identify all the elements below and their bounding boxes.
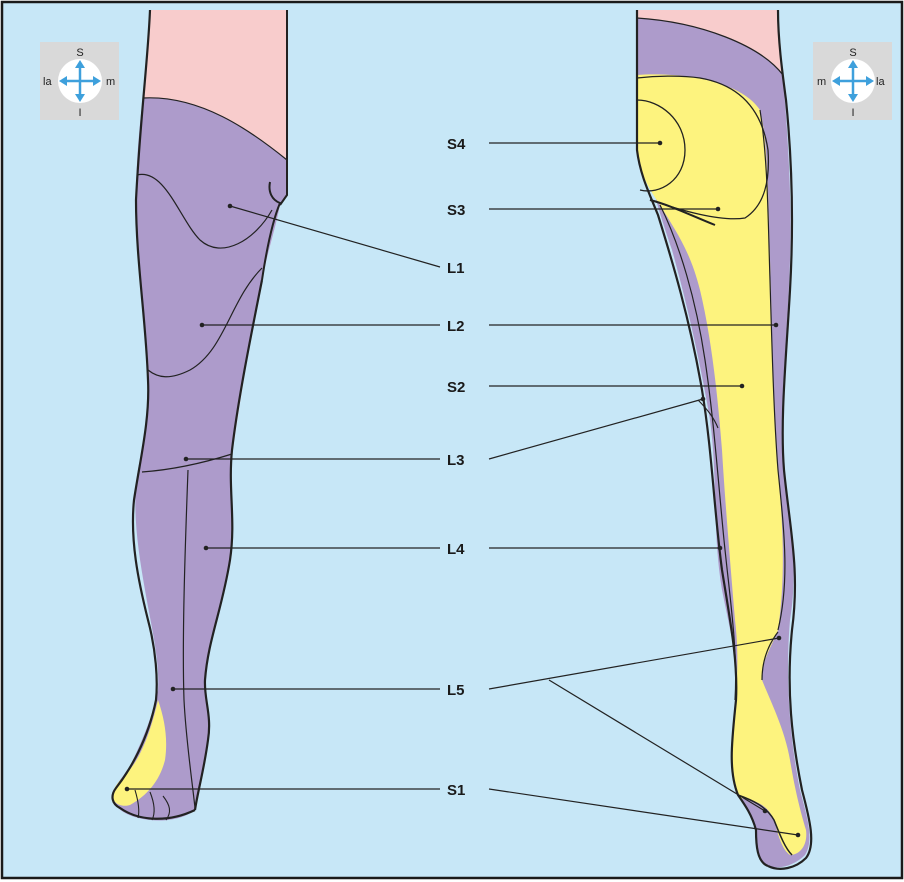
compass-bottom-label: I (851, 107, 854, 119)
label-l2: L2 (447, 318, 465, 335)
dot-l5-left (171, 687, 176, 692)
left-orientation-compass: S I la m (40, 42, 119, 120)
dot-s3 (716, 207, 721, 212)
dot-l2-right (774, 323, 779, 328)
dot-l5-right-upper (777, 636, 782, 641)
compass-bottom-label: I (78, 107, 81, 119)
label-l4: L4 (447, 541, 465, 558)
label-l5: L5 (447, 682, 465, 699)
label-s4: S4 (447, 136, 466, 153)
compass-right-label: m (106, 76, 115, 88)
compass-top-label: S (849, 47, 856, 59)
dot-l5-right-lower (763, 809, 768, 814)
label-s3: S3 (447, 202, 465, 219)
dot-l1 (228, 204, 233, 209)
compass-left-label: la (43, 76, 52, 88)
label-l1: L1 (447, 260, 465, 277)
right-orientation-compass: S I m la (813, 42, 892, 120)
label-s2: S2 (447, 379, 465, 396)
dot-s1-right (796, 833, 801, 838)
compass-left-label: m (817, 76, 826, 88)
dot-l2-left (200, 323, 205, 328)
dot-l4-left (204, 546, 209, 551)
dot-l3-right (701, 397, 706, 402)
compass-top-label: S (76, 47, 83, 59)
dot-l3-left (184, 457, 189, 462)
dot-s1-left (125, 787, 130, 792)
dot-l4-right (718, 546, 723, 551)
dot-s2 (740, 384, 745, 389)
label-s1: S1 (447, 782, 465, 799)
compass-right-label: la (876, 76, 885, 88)
label-l3: L3 (447, 452, 465, 469)
dot-s4 (658, 141, 663, 146)
